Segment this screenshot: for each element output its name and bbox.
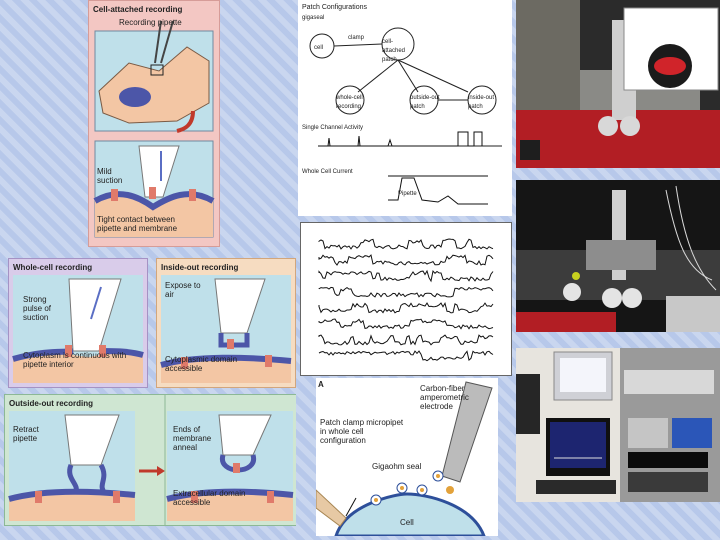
figure-letter-a: A xyxy=(318,380,324,389)
trace-line xyxy=(318,238,494,250)
instrument-rack-photo xyxy=(516,348,720,502)
mild-suction-label: Mild suction xyxy=(97,167,123,185)
ends-anneal-label: Ends of membrane anneal xyxy=(173,425,212,452)
configs-title: Patch Configurations xyxy=(302,4,367,11)
cell-attached-drawing xyxy=(93,20,215,238)
tight-contact-label: Tight contact between pipette and membra… xyxy=(97,215,178,233)
single-channel-traces xyxy=(300,222,512,376)
amperometry-drawing xyxy=(316,381,493,536)
trace-line xyxy=(318,286,494,298)
patch-configurations-diagram: Patch Configurations gigaseal cell clamp… xyxy=(298,0,512,216)
cytoplasm-continuous-label: Cytoplasm is continuous with pipette int… xyxy=(23,351,127,369)
expose-air-label: Expose to air xyxy=(165,281,201,299)
inside-out-drawing xyxy=(160,275,292,383)
pipette-label: Pipette xyxy=(398,191,417,197)
inside-out-title: Inside-out recording xyxy=(161,263,239,272)
rig-photo xyxy=(516,180,720,332)
node-whole: whole-cell recording xyxy=(336,95,363,110)
cell-label: Cell xyxy=(400,518,414,527)
whole-cell-drawing xyxy=(12,275,144,383)
recording-pipette-label: Recording pipette xyxy=(119,18,182,27)
single-channel-label: Single Channel Activity xyxy=(302,125,364,131)
node-inside: inside-out patch xyxy=(468,95,495,110)
outside-out-title: Outside-out recording xyxy=(9,399,93,408)
node-attached: cell-attached patch xyxy=(382,39,406,63)
trace-line xyxy=(318,254,494,266)
carbon-fiber-label: Carbon-fiber amperometric electrode xyxy=(420,384,469,411)
node-clamp: clamp xyxy=(348,35,365,41)
configs-drawing xyxy=(309,27,502,205)
inside-out-panel: Inside-out recording Expose to air Cytop… xyxy=(156,258,296,388)
patch-micropipet-label: Patch clamp micropipet in whole cell con… xyxy=(320,418,404,445)
cell-attached-panel: Cell-attached recording Recording pipett… xyxy=(88,0,220,247)
node-outside: outside-out patch xyxy=(410,95,440,110)
trace-line xyxy=(318,269,494,283)
node-gigaseal: gigaseal xyxy=(302,15,325,21)
whole-cell-current-label: Whole Cell Current xyxy=(302,169,353,175)
retract-pipette-label: Retract pipette xyxy=(13,425,39,443)
microscope-photo xyxy=(516,0,720,168)
rig-photo-drawing xyxy=(516,180,720,332)
strong-pulse-label: Strong pulse of suction xyxy=(23,295,52,322)
gigaohm-seal-label: Gigaohm seal xyxy=(372,462,422,471)
whole-cell-panel: Whole-cell recording Strong pulse of suc… xyxy=(8,258,148,388)
traces-drawing xyxy=(318,238,494,362)
cell-attached-title: Cell-attached recording xyxy=(93,5,183,14)
outside-out-panel: Outside-out recording Retract pipette En… xyxy=(4,394,296,526)
patch-clamp-illustration: Cell-attached recording Recording pipett… xyxy=(0,0,296,528)
outside-out-drawing xyxy=(8,395,294,525)
trace-line xyxy=(318,318,494,330)
instrument-rack-drawing xyxy=(516,348,720,502)
microscope-photo-drawing xyxy=(516,0,720,168)
cytoplasmic-domain-label: Cytoplasmic domain accessible xyxy=(165,355,238,373)
whole-cell-title: Whole-cell recording xyxy=(13,263,93,272)
amperometry-diagram: A Carbon-fiber amperometric electrode Pa… xyxy=(316,378,498,536)
trace-line xyxy=(318,350,494,362)
trace-line xyxy=(318,301,494,314)
node-cell: cell xyxy=(314,45,324,51)
trace-line xyxy=(318,334,494,346)
extracellular-domain-label: Extracellular domain accessible xyxy=(173,489,246,507)
